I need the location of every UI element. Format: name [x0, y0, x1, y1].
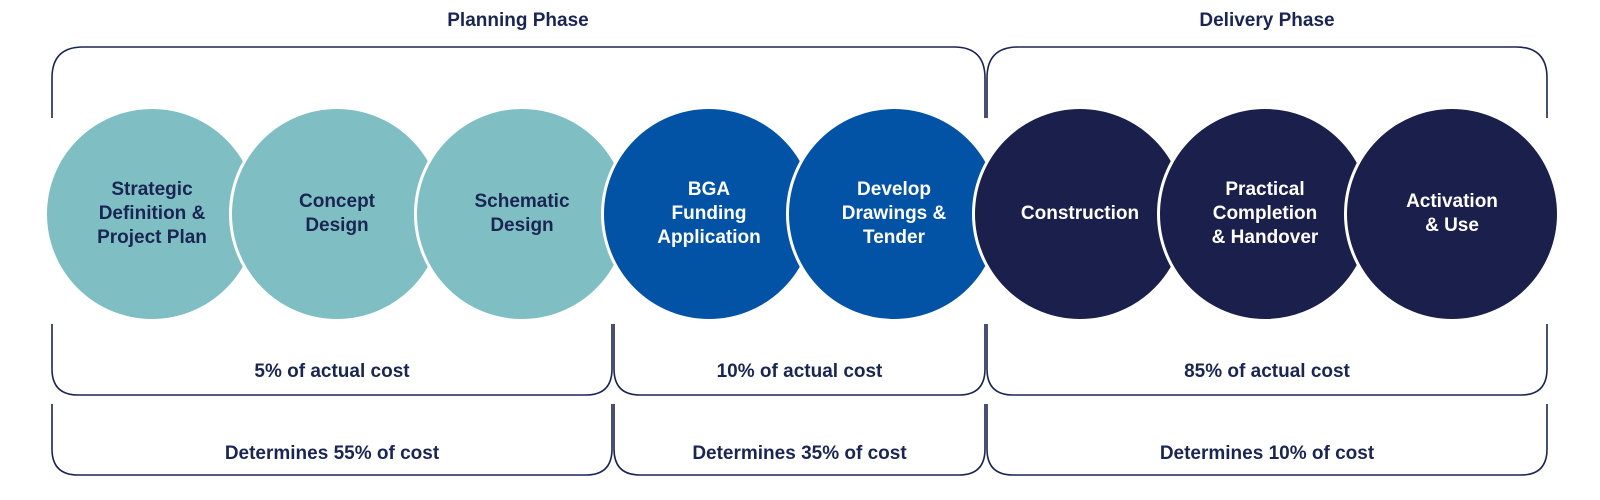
stage-circle-2: Concept Design [229, 106, 445, 322]
stage-label: Activation & Use [1406, 191, 1498, 236]
determines-cost-bracket-2 [613, 404, 986, 476]
stage-circle-8: Activation & Use [1344, 106, 1560, 322]
stage-label: Construction [1020, 203, 1140, 224]
delivery-phase-title: Delivery Phase [1199, 10, 1335, 31]
determines-cost-bracket-1 [51, 404, 613, 476]
planning-phase-title: Planning Phase [447, 10, 589, 31]
stage-circle-4: BGA Funding Application [601, 106, 817, 322]
actual-cost-label-funding: 10% of actual cost [716, 361, 883, 382]
stage-label: BGA Funding Application [657, 179, 761, 248]
actual-cost-bracket-1 [51, 324, 613, 396]
determines-cost-label-planning: Determines 55% of cost [224, 443, 440, 464]
stage-label: Develop Drawings & Tender [841, 179, 947, 248]
stage-label: Strategic Definition & Project Plan [97, 179, 207, 248]
stage-circle-7: Practical Completion & Handover [1157, 106, 1373, 322]
actual-cost-bracket-3 [986, 324, 1548, 396]
stage-circle-5: Develop Drawings & Tender [786, 106, 1002, 322]
determines-cost-label-delivery: Determines 10% of cost [1159, 443, 1375, 464]
actual-cost-label-planning: 5% of actual cost [254, 361, 410, 382]
stage-circle-1: Strategic Definition & Project Plan [44, 106, 260, 322]
determines-cost-bracket-3 [986, 404, 1548, 476]
actual-cost-bracket-2 [613, 324, 986, 396]
stage-label: Practical Completion & Handover [1211, 179, 1319, 248]
determines-cost-label-funding: Determines 35% of cost [692, 443, 907, 464]
stage-label: Concept Design [299, 191, 375, 236]
stage-circle-3: Schematic Design [414, 106, 630, 322]
actual-cost-label-delivery: 85% of actual cost [1184, 361, 1350, 382]
stage-label: Schematic Design [474, 191, 570, 236]
delivery-phase-bracket [986, 46, 1548, 118]
planning-phase-bracket [51, 46, 986, 118]
stage-circle-6: Construction [972, 106, 1188, 322]
